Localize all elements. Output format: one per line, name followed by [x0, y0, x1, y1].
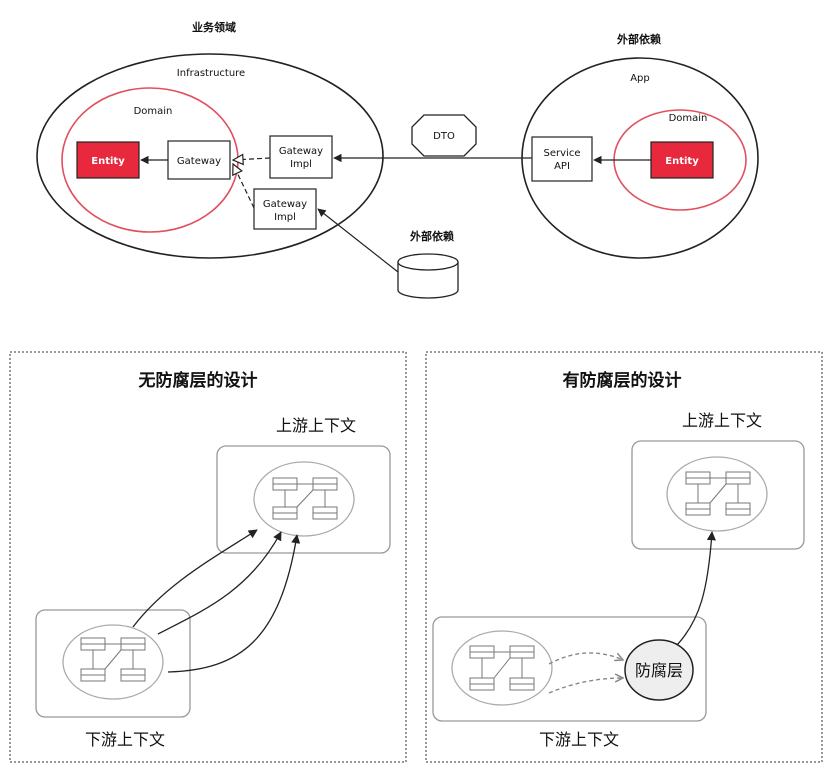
- domain-label-right: Domain: [669, 113, 708, 124]
- service-api-line2: API: [554, 161, 570, 172]
- external-dep-label-right: 外部依赖: [616, 32, 661, 46]
- arrow-db-to-gateway-impl: [317, 208, 399, 273]
- dto-octagon: [411, 114, 477, 157]
- business-domain-label: 业务领域: [192, 20, 236, 34]
- downstream-model-icon-right: [469, 645, 535, 691]
- app-label: App: [630, 73, 650, 84]
- entity-label-right: Entity: [665, 156, 699, 167]
- direct-arrow-2: [157, 531, 282, 635]
- dto-label: DTO: [433, 131, 455, 142]
- anti-corruption-layer: [624, 639, 694, 701]
- external-dep-label-db: 外部依赖: [409, 229, 454, 243]
- gateway-impl-top-box: [269, 135, 333, 179]
- panel-with-acl: [425, 351, 823, 763]
- downstream-label-left: 下游上下文: [85, 730, 165, 749]
- infrastructure-ellipse: [36, 53, 384, 259]
- upstream-label-left: 上游上下文: [276, 416, 356, 435]
- gateway-impl-top-line1: Gateway: [279, 146, 323, 157]
- upstream-model-icon-left: [272, 477, 338, 520]
- panel-right-title: 有防腐层的设计: [563, 370, 682, 391]
- downstream-label-right: 下游上下文: [539, 730, 619, 749]
- direct-arrow-1: [132, 529, 258, 628]
- acl-arrow-2: [548, 678, 623, 694]
- entity-label-left: Entity: [91, 156, 125, 167]
- realization-arrow-top: [233, 158, 271, 160]
- acl-label: 防腐层: [635, 661, 683, 680]
- gateway-label: Gateway: [177, 156, 221, 167]
- downstream-model-ellipse-left: [62, 624, 164, 700]
- acl-to-upstream-arrow: [676, 531, 716, 646]
- infrastructure-label: Infrastructure: [177, 68, 245, 79]
- gateway-impl-top-line2: Impl: [290, 159, 312, 170]
- service-api-box: [531, 136, 593, 182]
- gateway-impl-bottom-line1: Gateway: [263, 199, 307, 210]
- direct-arrow-3: [167, 534, 301, 673]
- gateway-impl-bottom-box: [253, 188, 317, 230]
- entity-box-left: [76, 141, 140, 179]
- app-ellipse: [521, 57, 759, 259]
- database-cylinder: [397, 253, 459, 299]
- panel-left-title: 无防腐层的设计: [138, 370, 258, 391]
- downstream-model-icon-left: [80, 637, 146, 682]
- domain-label-left: Domain: [134, 106, 173, 117]
- entity-box-right: [650, 141, 714, 179]
- upstream-model-icon-right: [685, 471, 751, 516]
- gateway-impl-bottom-line2: Impl: [274, 212, 296, 223]
- acl-arrow-1: [548, 652, 623, 665]
- realization-arrow-bottom: [233, 164, 255, 209]
- service-api-line1: Service: [544, 148, 581, 159]
- upstream-label-right: 上游上下文: [682, 411, 762, 430]
- panel-without-acl: [9, 351, 407, 763]
